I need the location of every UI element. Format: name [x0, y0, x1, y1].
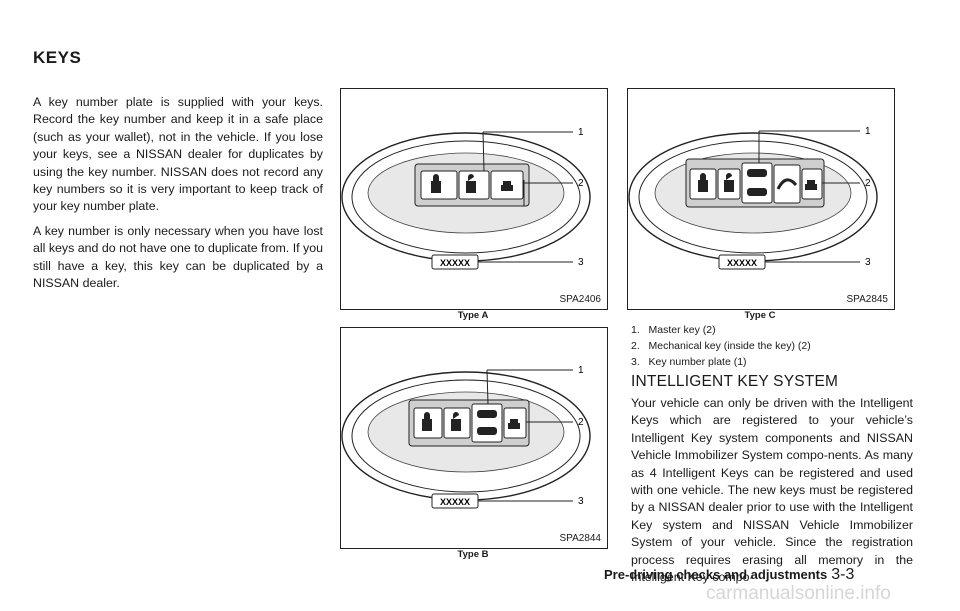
figure-type-a: 1 2 3 XXXXX SPA2406 [340, 88, 608, 310]
key-illustration-type-a: 1 2 3 XXXXX [341, 127, 591, 270]
figure-type-b: 1 2 3 XXXXX SPA2844 [340, 327, 608, 549]
intro-text: A key number plate is supplied with your… [33, 94, 323, 299]
figure-type-c: 1 2 3 XXXXX SPA2845 [627, 88, 895, 310]
figure-legend: 1. Master key (2) 2. Mechanical key (ins… [631, 322, 811, 370]
figure-code-c: SPA2845 [846, 294, 888, 305]
section-body: Your vehicle can only be driven with the… [631, 396, 913, 585]
callout-3: 3 [865, 257, 871, 268]
legend-item-3: 3. Key number plate (1) [631, 356, 747, 368]
key-illustration-type-c: 1 2 3 XXXXX [628, 126, 878, 270]
section-title: INTELLIGENT KEY SYSTEM [631, 373, 839, 390]
watermark: carmanualsonline.info [706, 583, 891, 604]
callout-2: 2 [578, 417, 584, 428]
callout-2: 2 [865, 178, 871, 189]
page-number: 3-3 [831, 566, 855, 583]
footer-section-name: Pre-driving checks and adjustments [604, 567, 828, 582]
callout-1: 1 [578, 365, 584, 376]
callout-3: 3 [578, 496, 584, 507]
intro-paragraph-2: A key number is only necessary when you … [33, 223, 323, 291]
caption-type-a: Type A [457, 310, 489, 321]
caption-type-b: Type B [457, 549, 489, 560]
callout-1: 1 [578, 127, 584, 138]
figure-code-b: SPA2844 [559, 533, 601, 544]
caption-type-c: Type C [744, 310, 776, 321]
key-plate-number: XXXXX [440, 258, 470, 268]
intro-paragraph-1: A key number plate is supplied with your… [33, 95, 323, 214]
key-plate-number: XXXXX [440, 497, 470, 507]
callout-3: 3 [578, 257, 584, 268]
key-illustration-type-b: 1 2 3 XXXXX [341, 365, 591, 509]
callout-1: 1 [865, 126, 871, 137]
legend-item-1: 1. Master key (2) [631, 324, 716, 336]
page-heading: KEYS [33, 48, 82, 67]
figure-code-a: SPA2406 [559, 294, 601, 305]
callout-2: 2 [578, 178, 584, 189]
legend-item-2: 2. Mechanical key (inside the key) (2) [631, 340, 811, 352]
key-plate-number: XXXXX [727, 258, 757, 268]
